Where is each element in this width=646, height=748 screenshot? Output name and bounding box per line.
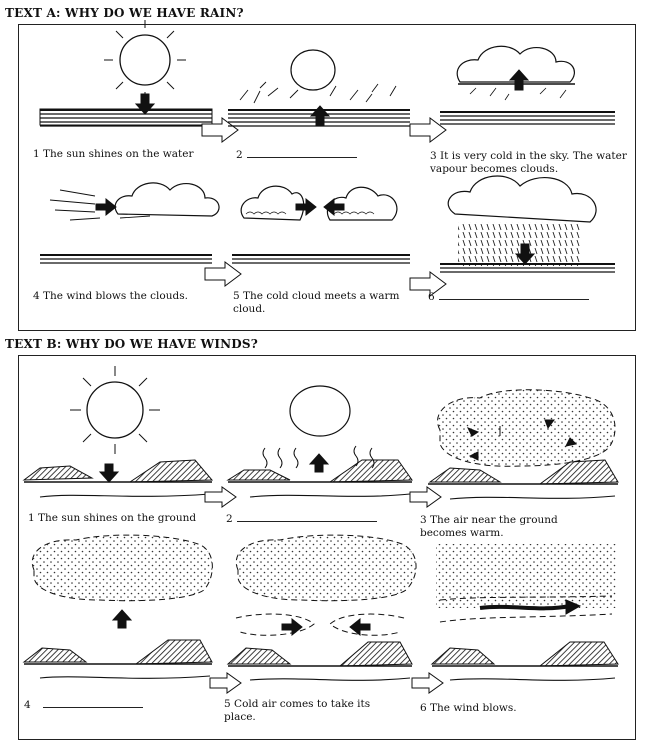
caption-b1-num: 1 — [28, 512, 35, 524]
caption-b3-text: The air near the ground becomes warm. — [420, 514, 558, 539]
caption-a6: 6 — [428, 290, 618, 304]
arrow-a3 — [204, 261, 242, 287]
rain-panel-4 — [40, 182, 220, 264]
wind-panel-3 — [428, 389, 619, 500]
answer-blank-b4[interactable] — [42, 698, 143, 708]
wind-panel-2 — [226, 385, 413, 498]
caption-a1: 1 The sun shines on the water — [33, 148, 223, 161]
rain-panel-2 — [228, 49, 410, 127]
caption-b3: 3 The air near the ground becomes warm. — [420, 514, 600, 540]
arrow-b4 — [411, 672, 444, 694]
text-b-frame — [18, 355, 636, 740]
answer-blank-a2[interactable] — [246, 148, 357, 158]
answer-blank-b2[interactable] — [236, 512, 377, 522]
caption-a3-num: 3 — [430, 150, 437, 162]
arrow-b1 — [204, 486, 237, 508]
caption-b1-text: The sun shines on the ground — [38, 512, 197, 524]
rain-panel-3 — [440, 45, 615, 125]
caption-b6-text: The wind blows. — [430, 702, 517, 714]
rain-panel-1 — [39, 20, 213, 127]
caption-a6-num: 6 — [428, 291, 435, 303]
caption-a2-num: 2 — [236, 149, 243, 161]
caption-a3-text: It is very cold in the sky. The water va… — [430, 150, 627, 175]
arrow-a4 — [409, 271, 447, 297]
wind-panel-1 — [22, 366, 214, 498]
arrow-b2 — [409, 486, 442, 508]
caption-a4-text: The wind blows the clouds. — [43, 290, 188, 302]
text-a-frame — [18, 24, 636, 331]
caption-b3-num: 3 — [420, 514, 427, 526]
rain-panel-5 — [232, 185, 410, 264]
caption-b4-num: 4 — [24, 699, 31, 711]
caption-b6: 6 The wind blows. — [420, 702, 600, 715]
caption-b6-num: 6 — [420, 702, 427, 714]
caption-b2-num: 2 — [226, 513, 233, 525]
caption-b5: 5 Cold air comes to take its place. — [224, 698, 394, 724]
caption-b5-text: Cold air comes to take its place. — [224, 698, 371, 723]
caption-b4: 4 — [24, 698, 194, 712]
text-b-title: TEXT B: WHY DO WE HAVE WINDS? — [5, 337, 259, 351]
arrow-a2 — [409, 117, 447, 143]
caption-a2: 2 — [236, 148, 396, 162]
caption-b2: 2 — [226, 512, 396, 526]
caption-a3: 3 It is very cold in the sky. The water … — [430, 150, 630, 176]
caption-a4: 4 The wind blows the clouds. — [33, 290, 223, 303]
wind-panel-4 — [22, 534, 213, 679]
arrow-a1 — [201, 117, 239, 143]
caption-a1-num: 1 — [33, 148, 40, 160]
wind-panel-6 — [430, 544, 619, 681]
caption-a4-num: 4 — [33, 290, 40, 302]
wind-panel-5 — [226, 534, 417, 681]
answer-blank-a6[interactable] — [438, 290, 589, 300]
caption-a1-text: The sun shines on the water — [43, 148, 194, 160]
caption-a5-text: The cold cloud meets a warm cloud. — [233, 290, 400, 315]
caption-a5: 5 The cold cloud meets a warm cloud. — [233, 290, 413, 316]
text-a-title: TEXT A: WHY DO WE HAVE RAIN? — [5, 6, 244, 20]
rain-panel-6 — [440, 175, 615, 273]
arrow-b3 — [209, 672, 242, 694]
caption-b1: 1 The sun shines on the ground — [28, 512, 218, 525]
caption-b5-num: 5 — [224, 698, 231, 710]
caption-a5-num: 5 — [233, 290, 240, 302]
